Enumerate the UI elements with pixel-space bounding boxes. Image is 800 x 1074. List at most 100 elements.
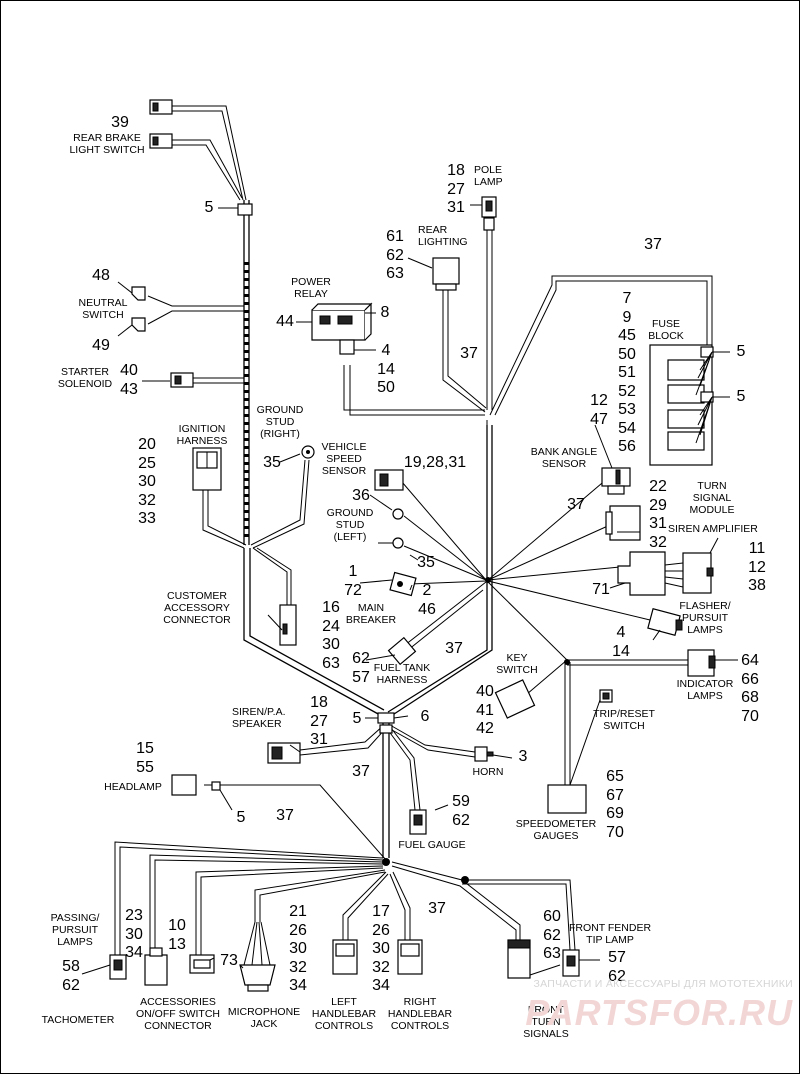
neutral-switch-terminals xyxy=(131,286,146,332)
callout-5-fuse-b: 5 xyxy=(736,388,746,405)
callout-37-low: 37 xyxy=(428,900,446,917)
mid-node-wires xyxy=(204,724,476,861)
rear-lighting-connector xyxy=(432,257,460,291)
callout-73: 73 xyxy=(220,952,238,969)
horn-connector xyxy=(474,746,494,762)
main-breaker-body xyxy=(389,571,417,597)
label-fuel-tank-harness: FUEL TANK HARNESS xyxy=(373,662,431,686)
left-trunk-wires xyxy=(147,105,310,549)
callout-5-headlamp: 5 xyxy=(236,809,246,826)
flasher-pursuit-lamps-connector xyxy=(647,607,683,637)
fuel-tank-harness-connector xyxy=(387,636,417,666)
callout-39: 39 xyxy=(111,114,129,131)
mid-harness-clip xyxy=(377,712,395,734)
label-rear-brake-light-switch: REAR BRAKE LIGHT SWITCH xyxy=(69,132,145,156)
label-key-switch: KEY SWITCH xyxy=(496,652,538,676)
label-customer-accessory-connector: CUSTOMER ACCESSORY CONNECTOR xyxy=(163,590,231,626)
label-power-relay: POWER RELAY xyxy=(291,276,331,300)
siren-pa-speaker-connector xyxy=(267,742,301,764)
label-tachometer: TACHOMETER xyxy=(41,1014,115,1026)
callout-35-left: 35 xyxy=(417,554,435,571)
callout-37-relay: 37 xyxy=(460,345,478,362)
microphone-jack-wires xyxy=(243,921,271,966)
microphone-jack-body xyxy=(239,964,276,992)
trip-reset-switch-body xyxy=(599,689,613,703)
front-fender-tip-lamp-connector xyxy=(562,949,580,977)
label-front-turn-signals: FRONT TURN SIGNALS xyxy=(523,1004,569,1040)
fuel-gauge-connector xyxy=(409,809,427,835)
label-fuse-block: FUSE BLOCK xyxy=(648,318,684,342)
callout-36: 36 xyxy=(352,487,370,504)
label-fuel-gauge: FUEL GAUGE xyxy=(398,839,466,851)
left-handlebar-controls-connector xyxy=(332,939,358,975)
label-indicator-lamps: INDICATOR LAMPS xyxy=(676,678,734,702)
key-switch-body xyxy=(494,679,536,719)
label-headlamp: HEADLAMP xyxy=(104,781,162,793)
callout-37-fuel: 37 xyxy=(445,640,463,657)
callout-48: 48 xyxy=(92,267,110,284)
label-ignition-harness: IGNITION HARNESS xyxy=(176,423,228,447)
bank-angle-sensor-connector xyxy=(601,467,631,495)
vehicle-speed-sensor-connector xyxy=(374,469,404,491)
label-ground-stud-left: GROUND STUD (LEFT) xyxy=(326,507,374,543)
fuse-block-body xyxy=(649,344,714,466)
label-rear-lighting: REAR LIGHTING xyxy=(418,224,468,248)
starter-solenoid-connector xyxy=(170,372,194,388)
callout-19-28-31: 19,28,31 xyxy=(403,454,467,471)
callout-37-mid: 37 xyxy=(352,763,370,780)
watermark-logo: PARTSFOR.RU xyxy=(525,992,793,1033)
ground-stud-left-rings xyxy=(392,508,404,549)
main-trunk-wires xyxy=(243,425,493,858)
label-passing-pursuit-lamps: PASSING/ PURSUIT LAMPS xyxy=(50,912,100,948)
label-ground-stud-right: GROUND STUD (RIGHT) xyxy=(256,404,304,440)
label-vehicle-speed-sensor: VEHICLE SPEED SENSOR xyxy=(321,441,367,477)
indicator-lamps-connector xyxy=(687,649,716,677)
callout-37-headlamp: 37 xyxy=(276,807,294,824)
label-starter-solenoid: STARTER SOLENOID xyxy=(57,366,113,390)
callout-5-mid: 5 xyxy=(352,710,362,727)
callout-6: 6 xyxy=(420,708,430,725)
label-siren-pa-speaker: SIREN/P.A. SPEAKER xyxy=(232,706,286,730)
callout-44: 44 xyxy=(276,313,294,330)
turn-signal-module-connector xyxy=(605,505,641,541)
accessories-switch-connector-body xyxy=(189,954,215,974)
label-left-handlebar-controls: LEFT HANDLEBAR CONTROLS xyxy=(311,996,377,1032)
callout-37-bank: 37 xyxy=(567,496,585,513)
watermark-tagline: ЗАПЧАСТИ И АКСЕССУАРЫ ДЛЯ МОТОТЕХНИКИ xyxy=(533,978,793,990)
siren-amplifier-connector xyxy=(617,551,714,596)
right-handlebar-controls-connector xyxy=(397,939,423,975)
harness-clip-rear xyxy=(237,203,253,216)
ground-stud-right-ring xyxy=(301,445,315,459)
callout-8: 8 xyxy=(380,304,390,321)
callout-35-right: 35 xyxy=(263,454,281,471)
label-front-fender-tip-lamp: FRONT FENDER TIP LAMP xyxy=(568,922,652,946)
tachometer-connector xyxy=(144,947,168,986)
label-speedometer-gauges: SPEEDOMETER GAUGES xyxy=(515,818,597,842)
headlamp-connector xyxy=(171,774,221,796)
label-microphone-jack: MICROPHONE JACK xyxy=(227,1006,301,1030)
